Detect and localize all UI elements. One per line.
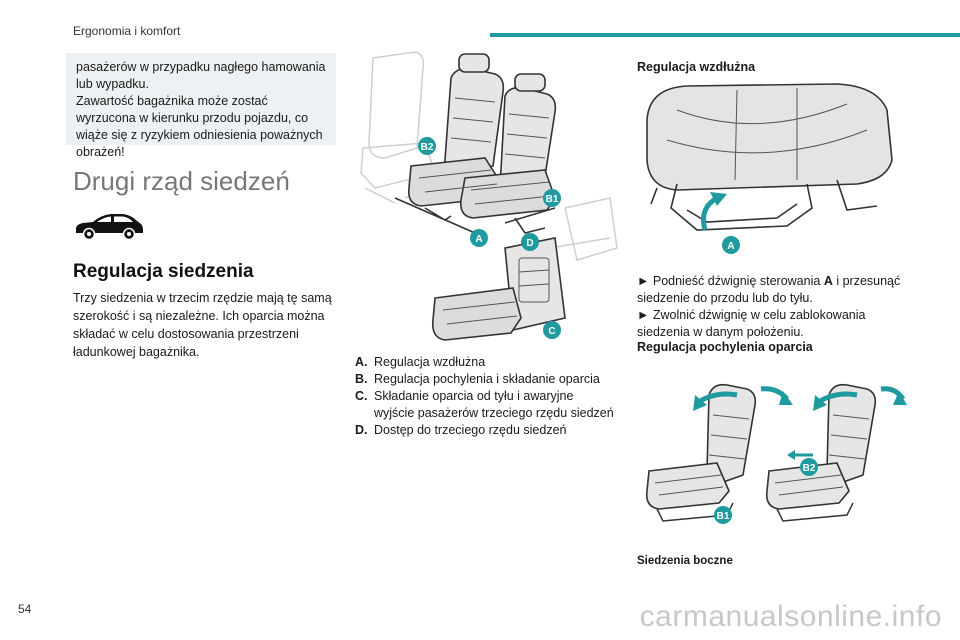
svg-text:B1: B1 (546, 194, 559, 205)
header-title: Ergonomia i komfort (73, 24, 181, 38)
svg-text:B2: B2 (421, 142, 434, 153)
instruction-step-2: ► Zwolnić dźwignię w celu zablokowania s… (637, 308, 866, 339)
recline-caption: Siedzenia boczne (637, 555, 733, 567)
recline-heading: Regulacja pochylenia oparcia (637, 340, 813, 354)
longitudinal-heading: Regulacja wzdłużna (637, 60, 756, 74)
label-a-badge: A (722, 236, 740, 254)
svg-text:B1: B1 (717, 511, 730, 522)
legend-item: A.Regulacja wzdłużna (355, 355, 486, 369)
label-b2-badge: B2 (800, 458, 818, 476)
legend-item: D.Dostęp do trzeciego rzędu siedzeń (355, 423, 567, 437)
watermark-text: carmanualsonline.info (639, 600, 942, 633)
svg-text:C: C (548, 326, 555, 337)
instruction-step-1: ► Podnieść dźwignię sterowania A i przes… (637, 274, 901, 305)
label-d-badge: D (521, 233, 539, 251)
svg-text:A: A (727, 241, 734, 252)
svg-text:A: A (475, 234, 482, 245)
car-suv-icon (76, 214, 143, 241)
label-b1-badge: B1 (543, 189, 561, 207)
warning-box: pasażerów w przypadku nagłego hamowania … (66, 53, 336, 159)
page-number: 54 (18, 602, 32, 616)
intro-text: Trzy siedzenia w trzecim rzędzie mają tę… (73, 291, 332, 359)
longitudinal-adjustment-illustration: A (637, 80, 902, 260)
figure-legend: A.Regulacja wzdłużna B.Regulacja pochyle… (355, 354, 615, 439)
label-a-badge: A (470, 229, 488, 247)
second-row-seats-illustration: B2 B1 A D C (360, 51, 618, 341)
svg-text:B2: B2 (803, 463, 816, 474)
header-accent-bar (490, 33, 960, 37)
recline-adjustment-illustration: B1 B2 (645, 383, 907, 524)
label-b2-badge: B2 (418, 137, 436, 155)
svg-text:D: D (526, 238, 533, 249)
label-c-badge: C (543, 321, 561, 339)
warning-line-1: pasażerów w przypadku nagłego hamowania … (76, 60, 326, 91)
subsection-title: Regulacja siedzenia (73, 261, 254, 282)
legend-item: B.Regulacja pochylenia i składanie oparc… (355, 372, 600, 386)
legend-item: C.Składanie oparcia od tyłu i awaryjne w… (355, 389, 614, 420)
longitudinal-instructions: ► Podnieść dźwignię sterowania A i przes… (637, 273, 912, 341)
section-title: Drugi rząd siedzeń (73, 166, 290, 196)
label-b1-badge: B1 (714, 506, 732, 524)
warning-line-2: Zawartość bagażnika może zostać wyrzucon… (76, 94, 323, 159)
